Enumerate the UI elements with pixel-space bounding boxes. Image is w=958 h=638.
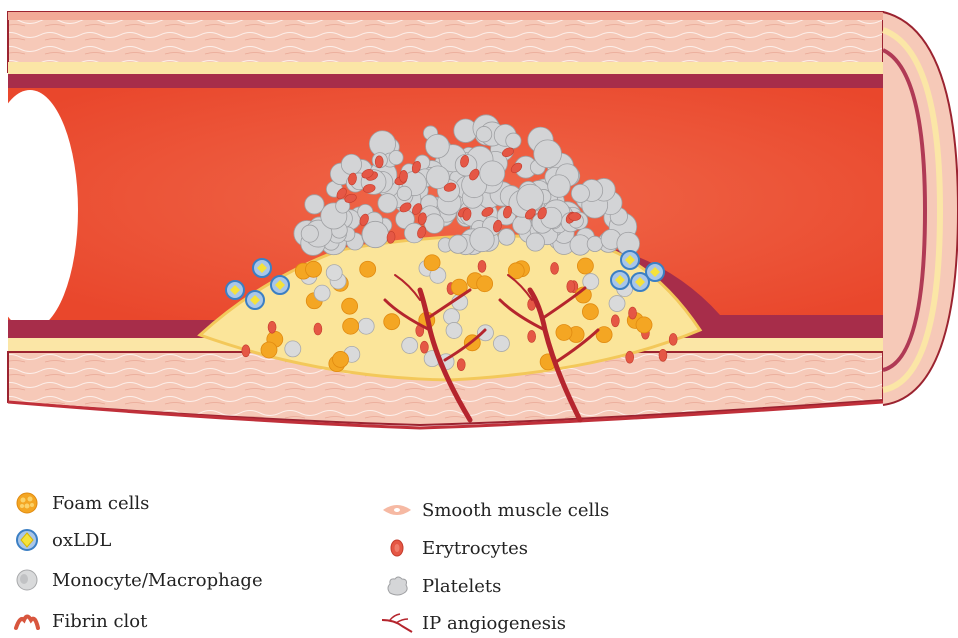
fibrin-clot-icon: [10, 608, 44, 634]
erythrocyte: [478, 260, 486, 272]
oxldl-particle: [253, 259, 271, 277]
macrophage: [493, 336, 509, 352]
platelet: [571, 184, 589, 202]
erythrocyte-icon: [380, 535, 414, 561]
foam-cell: [333, 351, 349, 367]
oxldl-particle: [621, 251, 639, 269]
foam-cell: [360, 261, 376, 277]
foam-cell: [424, 255, 440, 271]
oxldl-particle: [631, 273, 649, 291]
foam-cell: [261, 342, 277, 358]
macrophage: [314, 285, 330, 301]
atherosclerotic-artery-diagram: [0, 0, 958, 440]
erythrocyte: [611, 315, 619, 327]
upper-vessel-wall: [8, 12, 883, 88]
foam-cell: [342, 298, 358, 314]
platelet: [517, 184, 544, 211]
erythrocyte: [669, 333, 677, 345]
platelet: [587, 236, 602, 251]
legend-label: Smooth muscle cells: [422, 500, 609, 521]
platelet-icon: [380, 573, 414, 599]
erythrocyte: [551, 262, 559, 274]
platelet: [449, 235, 467, 253]
oxldl-particle: [271, 276, 289, 294]
platelet: [397, 186, 411, 200]
platelet: [470, 227, 494, 251]
platelet: [305, 195, 324, 214]
legend-item-fibrin-clot: Fibrin clot: [10, 606, 147, 636]
legend-item-monocyte-macrophage: Monocyte/Macrophage: [10, 565, 263, 595]
legend-label: IP angiogenesis: [422, 613, 566, 634]
platelet: [341, 154, 361, 174]
legend-item-erytrocytes: Erytrocytes: [380, 533, 528, 563]
platelet: [498, 229, 515, 246]
platelet: [362, 221, 388, 247]
oxldl-particle: [611, 271, 629, 289]
erythrocyte: [268, 321, 276, 333]
macrophage: [444, 309, 460, 325]
foam-cell: [577, 258, 593, 274]
smooth-muscle-cell-icon: [380, 497, 414, 523]
foam-cell-icon: [10, 490, 44, 516]
foam-cell: [306, 261, 322, 277]
macrophage: [358, 318, 374, 334]
legend-item-platelets: Platelets: [380, 571, 501, 601]
platelet: [389, 151, 403, 165]
legend-label: Foam cells: [52, 493, 149, 514]
erythrocyte: [626, 351, 634, 363]
erythrocyte: [375, 156, 383, 168]
macrophage: [326, 265, 342, 281]
platelet: [424, 214, 444, 234]
monocyte-macrophage-icon: [10, 567, 44, 593]
macrophage: [609, 296, 625, 312]
legend-item-oxldl: oxLDL: [10, 525, 111, 555]
platelet: [506, 133, 521, 148]
ip-angiogenesis-icon: [380, 610, 414, 636]
platelet: [378, 194, 397, 213]
foam-cell: [477, 276, 493, 292]
foam-cell: [636, 317, 652, 333]
foam-cell: [582, 304, 598, 320]
platelet: [476, 126, 491, 141]
vessel-cross-section: [883, 12, 958, 405]
erythrocyte: [528, 330, 536, 342]
oxldl-particle: [226, 281, 244, 299]
legend-label: Platelets: [422, 576, 501, 597]
macrophage: [446, 322, 462, 338]
legend-item-foam-cells: Foam cells: [10, 488, 149, 518]
erythrocyte: [569, 212, 581, 220]
legend-label: Erytrocytes: [422, 538, 528, 559]
platelet: [301, 225, 318, 242]
erythrocyte: [659, 349, 667, 361]
oxldl-icon: [10, 527, 44, 553]
foam-cell: [556, 324, 572, 340]
platelet: [426, 134, 450, 158]
macrophage: [477, 325, 493, 341]
platelet: [480, 161, 505, 186]
legend-label: oxLDL: [52, 530, 111, 551]
foam-cell: [343, 318, 359, 334]
legend-label: Fibrin clot: [52, 611, 147, 632]
oxldl-particle: [246, 291, 264, 309]
erythrocyte: [242, 345, 250, 357]
legend-item-smooth-muscle-cells: Smooth muscle cells: [380, 495, 609, 525]
platelet: [534, 140, 562, 168]
platelet: [526, 233, 544, 251]
erythrocyte: [420, 341, 428, 353]
erythrocyte: [629, 307, 637, 319]
erythrocyte: [457, 359, 465, 371]
erythrocyte: [314, 323, 322, 335]
legend-item-ip-angiogenesis: IP angiogenesis: [380, 608, 566, 638]
macrophage: [402, 337, 418, 353]
macrophage: [285, 341, 301, 357]
platelet: [548, 175, 571, 198]
foam-cell: [384, 314, 400, 330]
legend-label: Monocyte/Macrophage: [52, 570, 263, 591]
erythrocyte: [567, 280, 575, 292]
